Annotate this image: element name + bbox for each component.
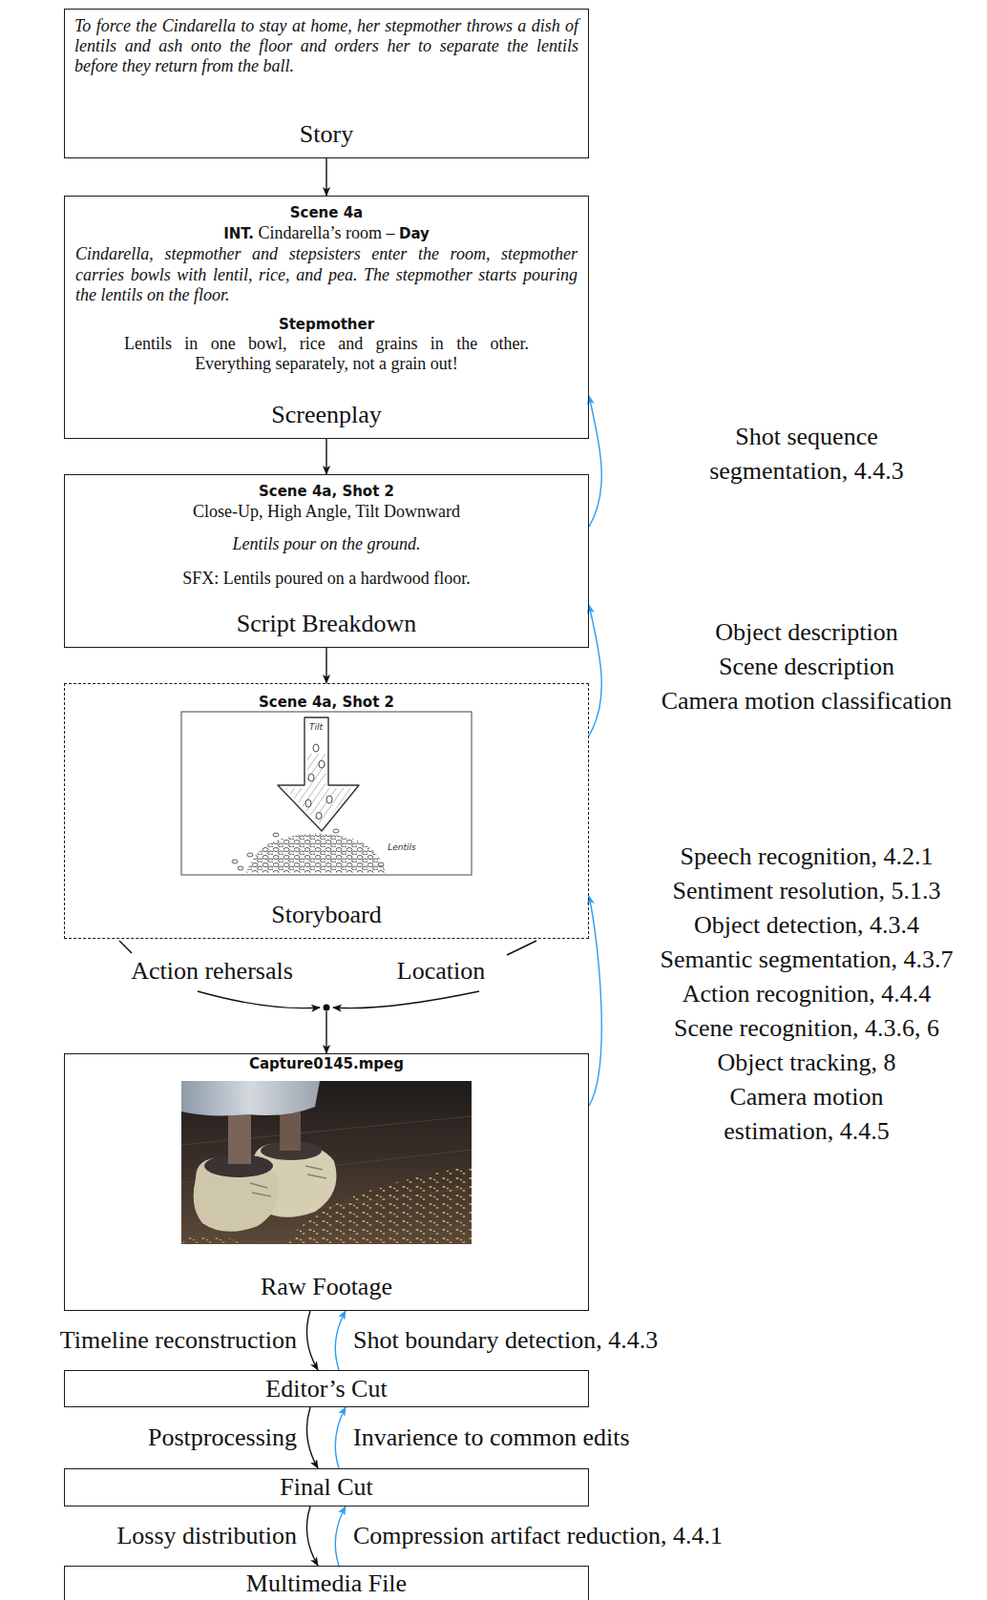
edge-label: Compression artifact reduction, 4.4.1 [353,1522,723,1552]
sketch-annotation: Lentils [379,841,424,854]
box-text: Close-Up, High Angle, Tilt Downward [74,501,579,523]
annotation-label: Camera motion estimation, 4.4.5 [692,1080,922,1150]
box-text: Cindarella, stepmother and stepsisters e… [75,244,578,307]
connector [326,439,328,475]
connector [335,1311,346,1371]
edge-label: Timeline reconstruction [60,1326,297,1356]
connector [335,1407,346,1470]
annotation-label: Semantic segmentation, 4.3.7 [625,943,987,978]
storyboard-box: Scene 4a, Shot 2 Storyboard [63,683,589,940]
annotation-label: Location [374,957,508,987]
screenplay-box: Scene 4aINT. Cindarella’s room – DayCind… [63,195,589,440]
box-text: To force the Cindarella to stay at home,… [74,16,579,77]
box-text: INT. Cindarella’s room – Day [64,222,588,245]
connector [306,1311,318,1371]
annotation-label: Object tracking, 8 [625,1046,987,1081]
multimedia-file-box: Multimedia File [63,1566,589,1600]
final-cut-box: Final Cut [63,1469,589,1508]
connector [588,605,602,736]
falling-lentils [305,744,333,820]
annotation-label: Object detection, 4.3.4 [625,908,987,944]
box-title: Storyboard [64,901,588,930]
box-text: Final Cut [279,1473,374,1503]
box-text: Lentils in one bowl, rice and grains in … [124,334,529,375]
box-text: Scene 4a, Shot 2 [64,482,588,502]
connector [306,1407,318,1470]
storyboard-sketch [181,712,472,876]
box-text: Lentils pour on the ground. [74,533,579,555]
annotation-label: Shot sequence segmentation, 4.4.3 [677,420,936,489]
edge-label: Postprocessing [147,1424,297,1453]
edge-label: Shot boundary detection, 4.4.3 [353,1326,658,1356]
annotation-label: Scene description [625,650,987,685]
connector [335,1507,346,1567]
box-title: Script Breakdown [64,609,588,639]
connector [588,896,602,1107]
annotation-label: Camera motion classification [625,684,987,719]
annotation-label: Action recognition, 4.4.4 [625,977,987,1012]
box-text: Scene 4a [64,203,588,223]
editors-cut-box: Editor’s Cut [63,1370,589,1408]
script-breakdown-box: Scene 4a, Shot 2Close-Up, High Angle, Ti… [63,474,589,649]
box-title: Raw Footage [64,1273,588,1302]
sketch-frame [181,712,472,876]
box-text: SFX: Lentils poured on a hardwood floor. [74,567,579,589]
footage-frame-image [181,1081,472,1245]
scattered-lentils [231,829,384,871]
box-text: Editor’s Cut [265,1375,387,1405]
box-text: Capture0145.mpeg [64,1054,588,1074]
annotation-label: Scene recognition, 4.3.6, 6 [625,1011,987,1047]
box-title: Screenplay [64,400,588,430]
box-text: Multimedia File [246,1570,407,1599]
box-text: Scene 4a, Shot 2 [64,693,588,713]
sketch-hatching [284,754,354,827]
box-text: Stepmother [64,315,588,335]
annotation-label: Speech recognition, 4.2.1 [625,840,987,875]
annotation-label: Object description [625,615,987,651]
connector [306,1507,318,1567]
edge-label: Invarience to common edits [353,1424,630,1453]
connector [326,158,328,196]
annotation-label: Action rehersals [97,957,327,987]
annotation-label: Sentiment resolution, 5.1.3 [625,874,987,909]
sketch-annotation: Tilt [301,721,331,734]
connector [326,648,328,684]
box-title: Story [64,120,588,149]
connector [588,396,602,527]
edge-label: Lossy distribution [116,1522,297,1552]
story-box: To force the Cindarella to stay at home,… [63,8,589,159]
tilt-arrow [277,717,359,832]
raw-footage-box: Capture0145.mpegRaw Footage [63,1053,589,1312]
lentil-pile [246,833,386,874]
